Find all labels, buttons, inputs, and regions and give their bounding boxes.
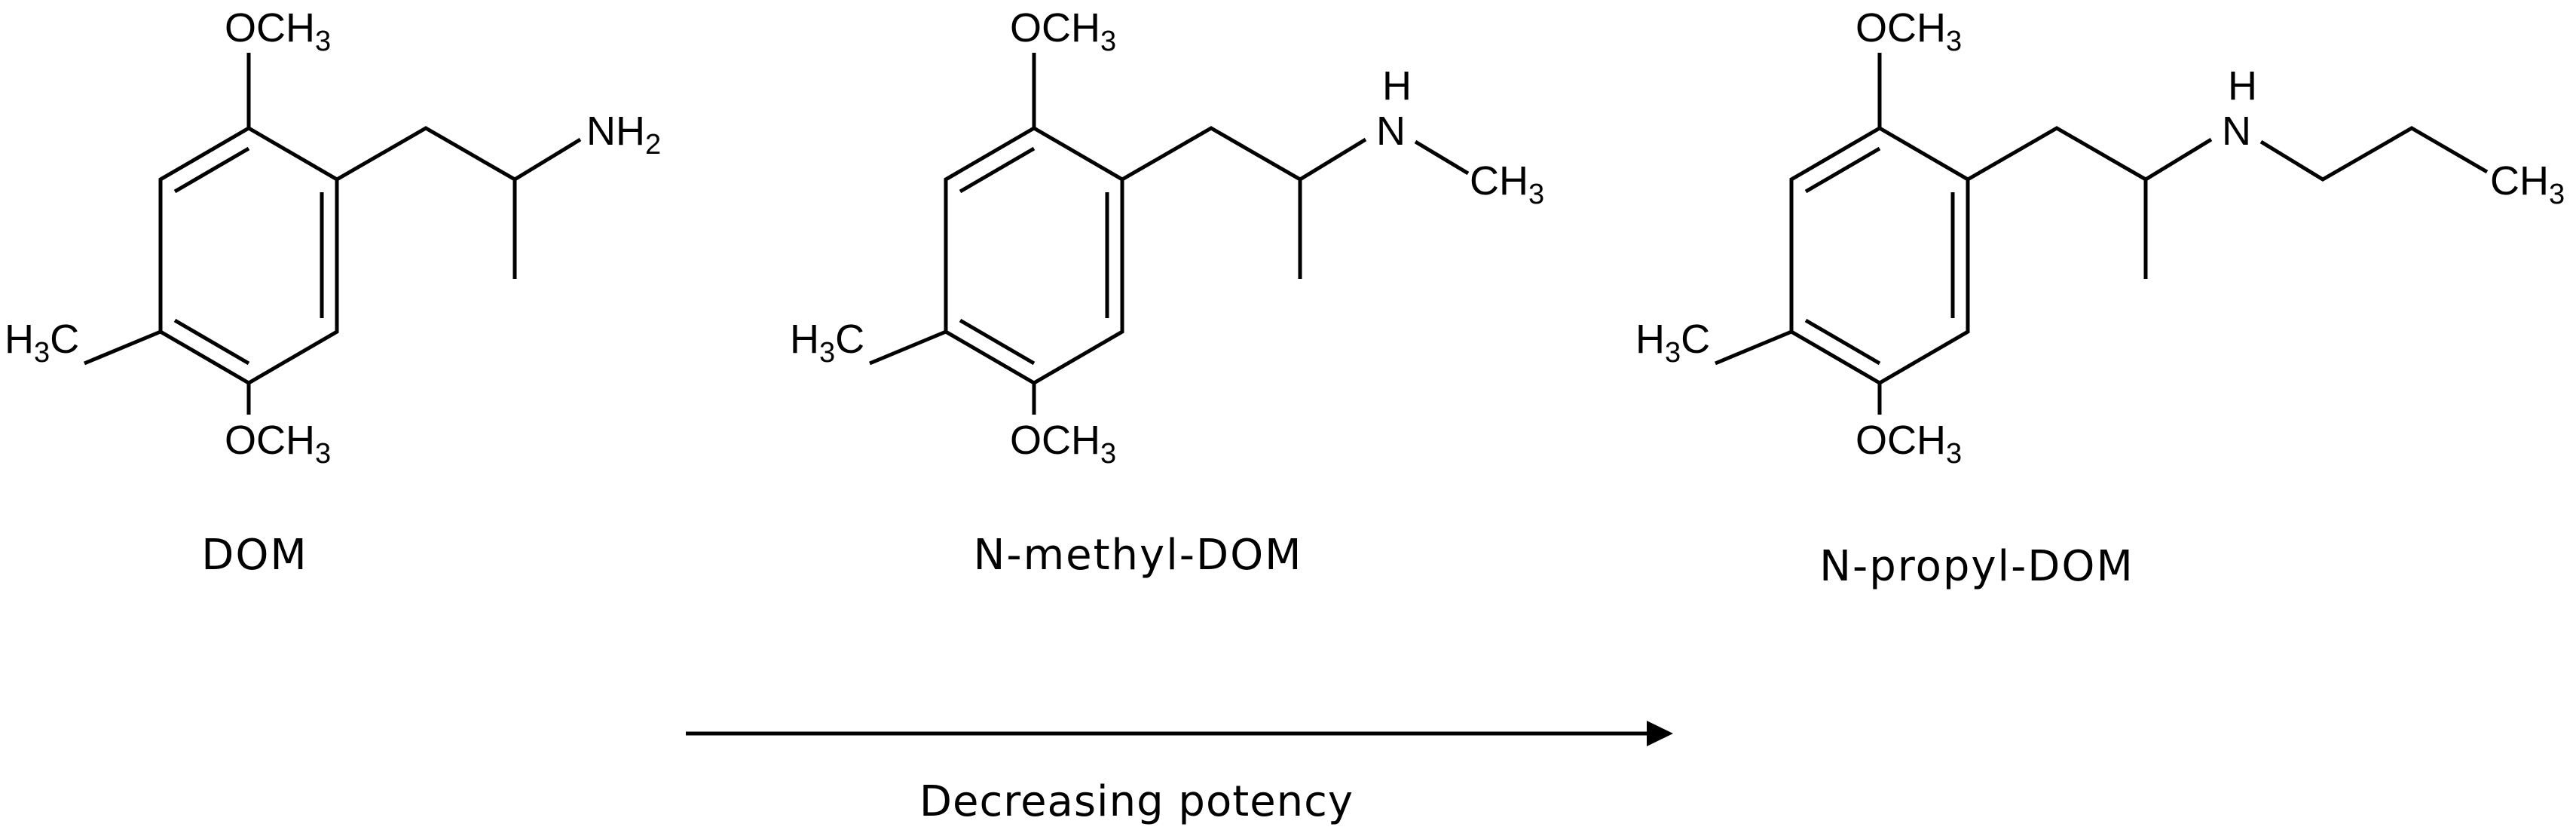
ring-double-bonds xyxy=(173,146,324,366)
amine-label: NH2 xyxy=(586,109,661,161)
ring-bonds xyxy=(944,126,1124,385)
molecule-dom: OCH3 OCH3 H3C NH2 DOM xyxy=(5,5,661,580)
ring-double-bonds xyxy=(1804,146,1955,366)
methoxy-top-label: OCH3 xyxy=(1856,5,1962,57)
trend-arrow xyxy=(686,721,1673,746)
substituent-bonds xyxy=(84,53,582,415)
methoxy-bottom-label: OCH3 xyxy=(1856,418,1962,470)
ring-methyl-label: H3C xyxy=(5,317,79,369)
molecule-n-propyl-dom: OCH3 OCH3 H3C H N CH3 N-propyl-DOM xyxy=(1635,5,2565,591)
n-methyl-label: CH3 xyxy=(1470,158,1544,210)
propyl-terminal-label: CH3 xyxy=(2490,158,2565,210)
compound-name-n-methyl-dom: N-methyl-DOM xyxy=(974,531,1303,580)
molecule-n-methyl-dom: OCH3 OCH3 H3C H N CH3 N-methyl-DOM xyxy=(790,5,1544,580)
ring-bonds xyxy=(1789,126,1970,385)
compound-name-dom: DOM xyxy=(201,531,308,580)
methoxy-top-label: OCH3 xyxy=(225,5,331,57)
ring-methyl-label: H3C xyxy=(790,317,864,369)
amine-label: N xyxy=(1376,109,1406,154)
ring-methyl-label: H3C xyxy=(1635,317,1710,369)
compound-name-n-propyl-dom: N-propyl-DOM xyxy=(1819,542,2134,591)
methoxy-top-label: OCH3 xyxy=(1010,5,1116,57)
ring-bonds xyxy=(158,126,339,385)
methoxy-bottom-label: OCH3 xyxy=(1010,418,1116,470)
ring-double-bonds xyxy=(959,146,1109,366)
amine-label: N xyxy=(2222,109,2251,154)
methoxy-bottom-label: OCH3 xyxy=(225,418,331,470)
trend-label: Decreasing potency xyxy=(919,777,1354,826)
arrow-head xyxy=(1647,721,1673,746)
substituent-bonds xyxy=(869,53,1470,415)
substituent-bonds xyxy=(1715,53,2489,415)
amine-h-label: H xyxy=(2228,63,2257,109)
amine-h-label: H xyxy=(1382,63,1412,109)
